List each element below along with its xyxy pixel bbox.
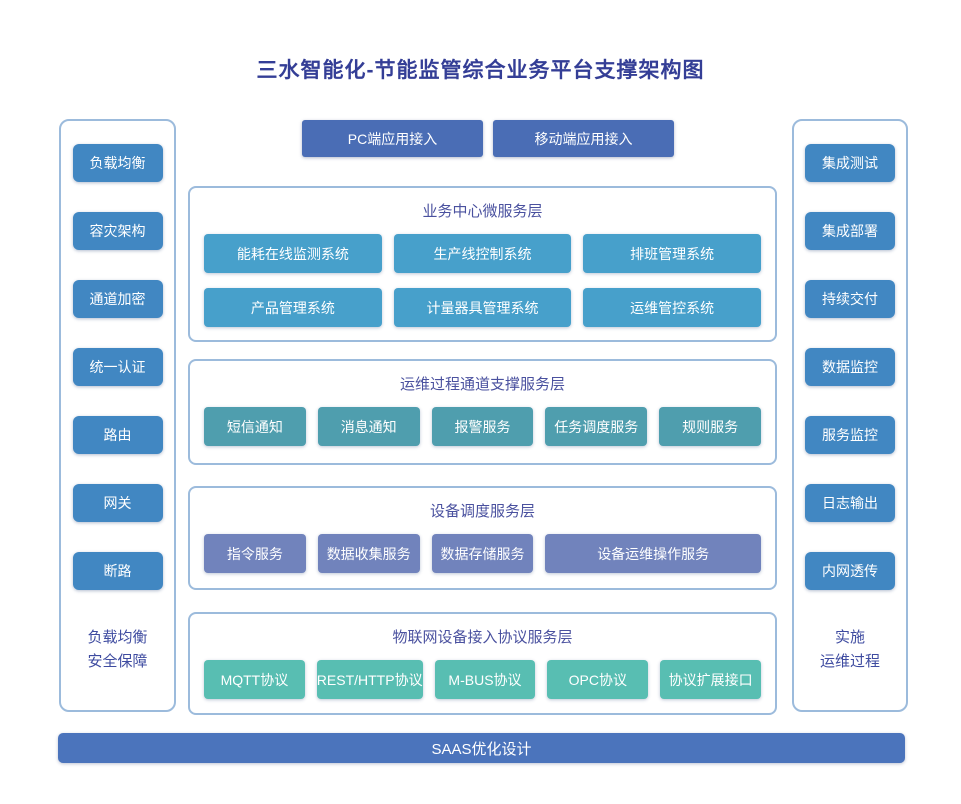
service-block-shift-management: 排班管理系统 (583, 234, 761, 273)
protocol-block-mbus: M-BUS协议 (434, 660, 536, 699)
service-block-data-collection: 数据收集服务 (317, 534, 420, 573)
right-sidebar-caption-line1: 实施 (834, 629, 865, 646)
protocol-block-opc: OPC协议 (547, 660, 649, 699)
right-sidebar-caption-line2: 运维过程 (819, 653, 880, 670)
sidebar-block-log-output: 日志输出 (805, 484, 895, 522)
sidebar-block-unified-auth: 统一认证 (72, 348, 163, 386)
pc-access-block: PC端应用接入 (302, 120, 483, 157)
protocol-block-rest-http: REST/HTTP协议 (316, 660, 423, 699)
service-block-sms-notify: 短信通知 (204, 407, 306, 446)
service-block-production-line-control: 生产线控制系统 (393, 234, 572, 273)
layer-panel-business-microservices: 业务中心微服务层 能耗在线监测系统 生产线控制系统 排班管理系统 产品管理系统 … (188, 186, 777, 342)
sidebar-block-continuous-delivery: 持续交付 (805, 280, 895, 318)
layer-panel-device-scheduling: 设备调度服务层 指令服务 数据收集服务 数据存储服务 设备运维操作服务 (188, 486, 777, 590)
sidebar-block-service-monitor: 服务监控 (805, 416, 895, 454)
layer-title: 业务中心微服务层 (422, 203, 543, 220)
saas-optimization-bar: SAAS优化设计 (58, 733, 905, 763)
right-sidebar-caption: 实施 运维过程 (820, 626, 880, 674)
layer-panel-iot-protocol: 物联网设备接入协议服务层 MQTT协议 REST/HTTP协议 M-BUS协议 … (188, 612, 777, 715)
service-block-command-service: 指令服务 (204, 534, 306, 573)
sidebar-block-channel-encryption: 通道加密 (72, 280, 163, 318)
service-block-message-notify: 消息通知 (317, 407, 420, 446)
service-block-energy-monitoring: 能耗在线监测系统 (204, 234, 382, 273)
layer-grid: 能耗在线监测系统 生产线控制系统 排班管理系统 产品管理系统 计量器具管理系统 … (204, 234, 761, 327)
sidebar-block-disaster-recovery: 容灾架构 (72, 212, 163, 250)
layer-grid: MQTT协议 REST/HTTP协议 M-BUS协议 OPC协议 协议扩展接口 (204, 660, 761, 699)
layer-title: 设备调度服务层 (429, 503, 535, 520)
service-block-data-storage: 数据存储服务 (431, 534, 534, 573)
sidebar-block-circuit-break: 断路 (72, 552, 163, 590)
sidebar-block-integration-deploy: 集成部署 (805, 212, 895, 250)
layer-title: 物联网设备接入协议服务层 (392, 629, 573, 646)
diagram-title: 三水智能化-节能监管综合业务平台支撑架构图 (256, 59, 705, 82)
sidebar-block-gateway: 网关 (72, 484, 163, 522)
sidebar-block-intranet-passthrough: 内网透传 (805, 552, 895, 590)
sidebar-block-integration-test: 集成测试 (805, 144, 895, 182)
mobile-access-block: 移动端应用接入 (493, 120, 674, 157)
layer-grid: 指令服务 数据收集服务 数据存储服务 设备运维操作服务 (204, 534, 761, 573)
left-sidebar-panel: 负载均衡 容灾架构 通道加密 统一认证 路由 网关 断路 负载均衡 安全保障 (59, 119, 176, 712)
service-block-rule-service: 规则服务 (659, 407, 761, 446)
layer-panel-ops-channel-support: 运维过程通道支撑服务层 短信通知 消息通知 报警服务 任务调度服务 规则服务 (188, 359, 777, 465)
left-sidebar-caption-line1: 负载均衡 (87, 629, 148, 646)
protocol-block-extension-interface: 协议扩展接口 (660, 660, 761, 699)
service-block-task-scheduling: 任务调度服务 (545, 407, 648, 446)
service-block-ops-control: 运维管控系统 (583, 288, 761, 327)
sidebar-block-data-monitor: 数据监控 (805, 348, 895, 386)
left-sidebar-caption-line2: 安全保障 (87, 653, 148, 670)
service-block-metering-instrument: 计量器具管理系统 (393, 288, 572, 327)
service-block-product-management: 产品管理系统 (204, 288, 382, 327)
right-sidebar-panel: 集成测试 集成部署 持续交付 数据监控 服务监控 日志输出 内网透传 实施 运维… (792, 119, 908, 712)
protocol-block-mqtt: MQTT协议 (204, 660, 305, 699)
sidebar-block-load-balance: 负载均衡 (72, 144, 163, 182)
left-sidebar-caption: 负载均衡 安全保障 (87, 626, 147, 674)
service-block-device-ops-operation: 设备运维操作服务 (545, 534, 761, 573)
service-block-alarm-service: 报警服务 (431, 407, 534, 446)
top-access-row: PC端应用接入 移动端应用接入 (302, 120, 674, 157)
sidebar-block-routing: 路由 (72, 416, 163, 454)
layer-title: 运维过程通道支撑服务层 (399, 376, 565, 393)
layer-grid: 短信通知 消息通知 报警服务 任务调度服务 规则服务 (204, 407, 761, 446)
